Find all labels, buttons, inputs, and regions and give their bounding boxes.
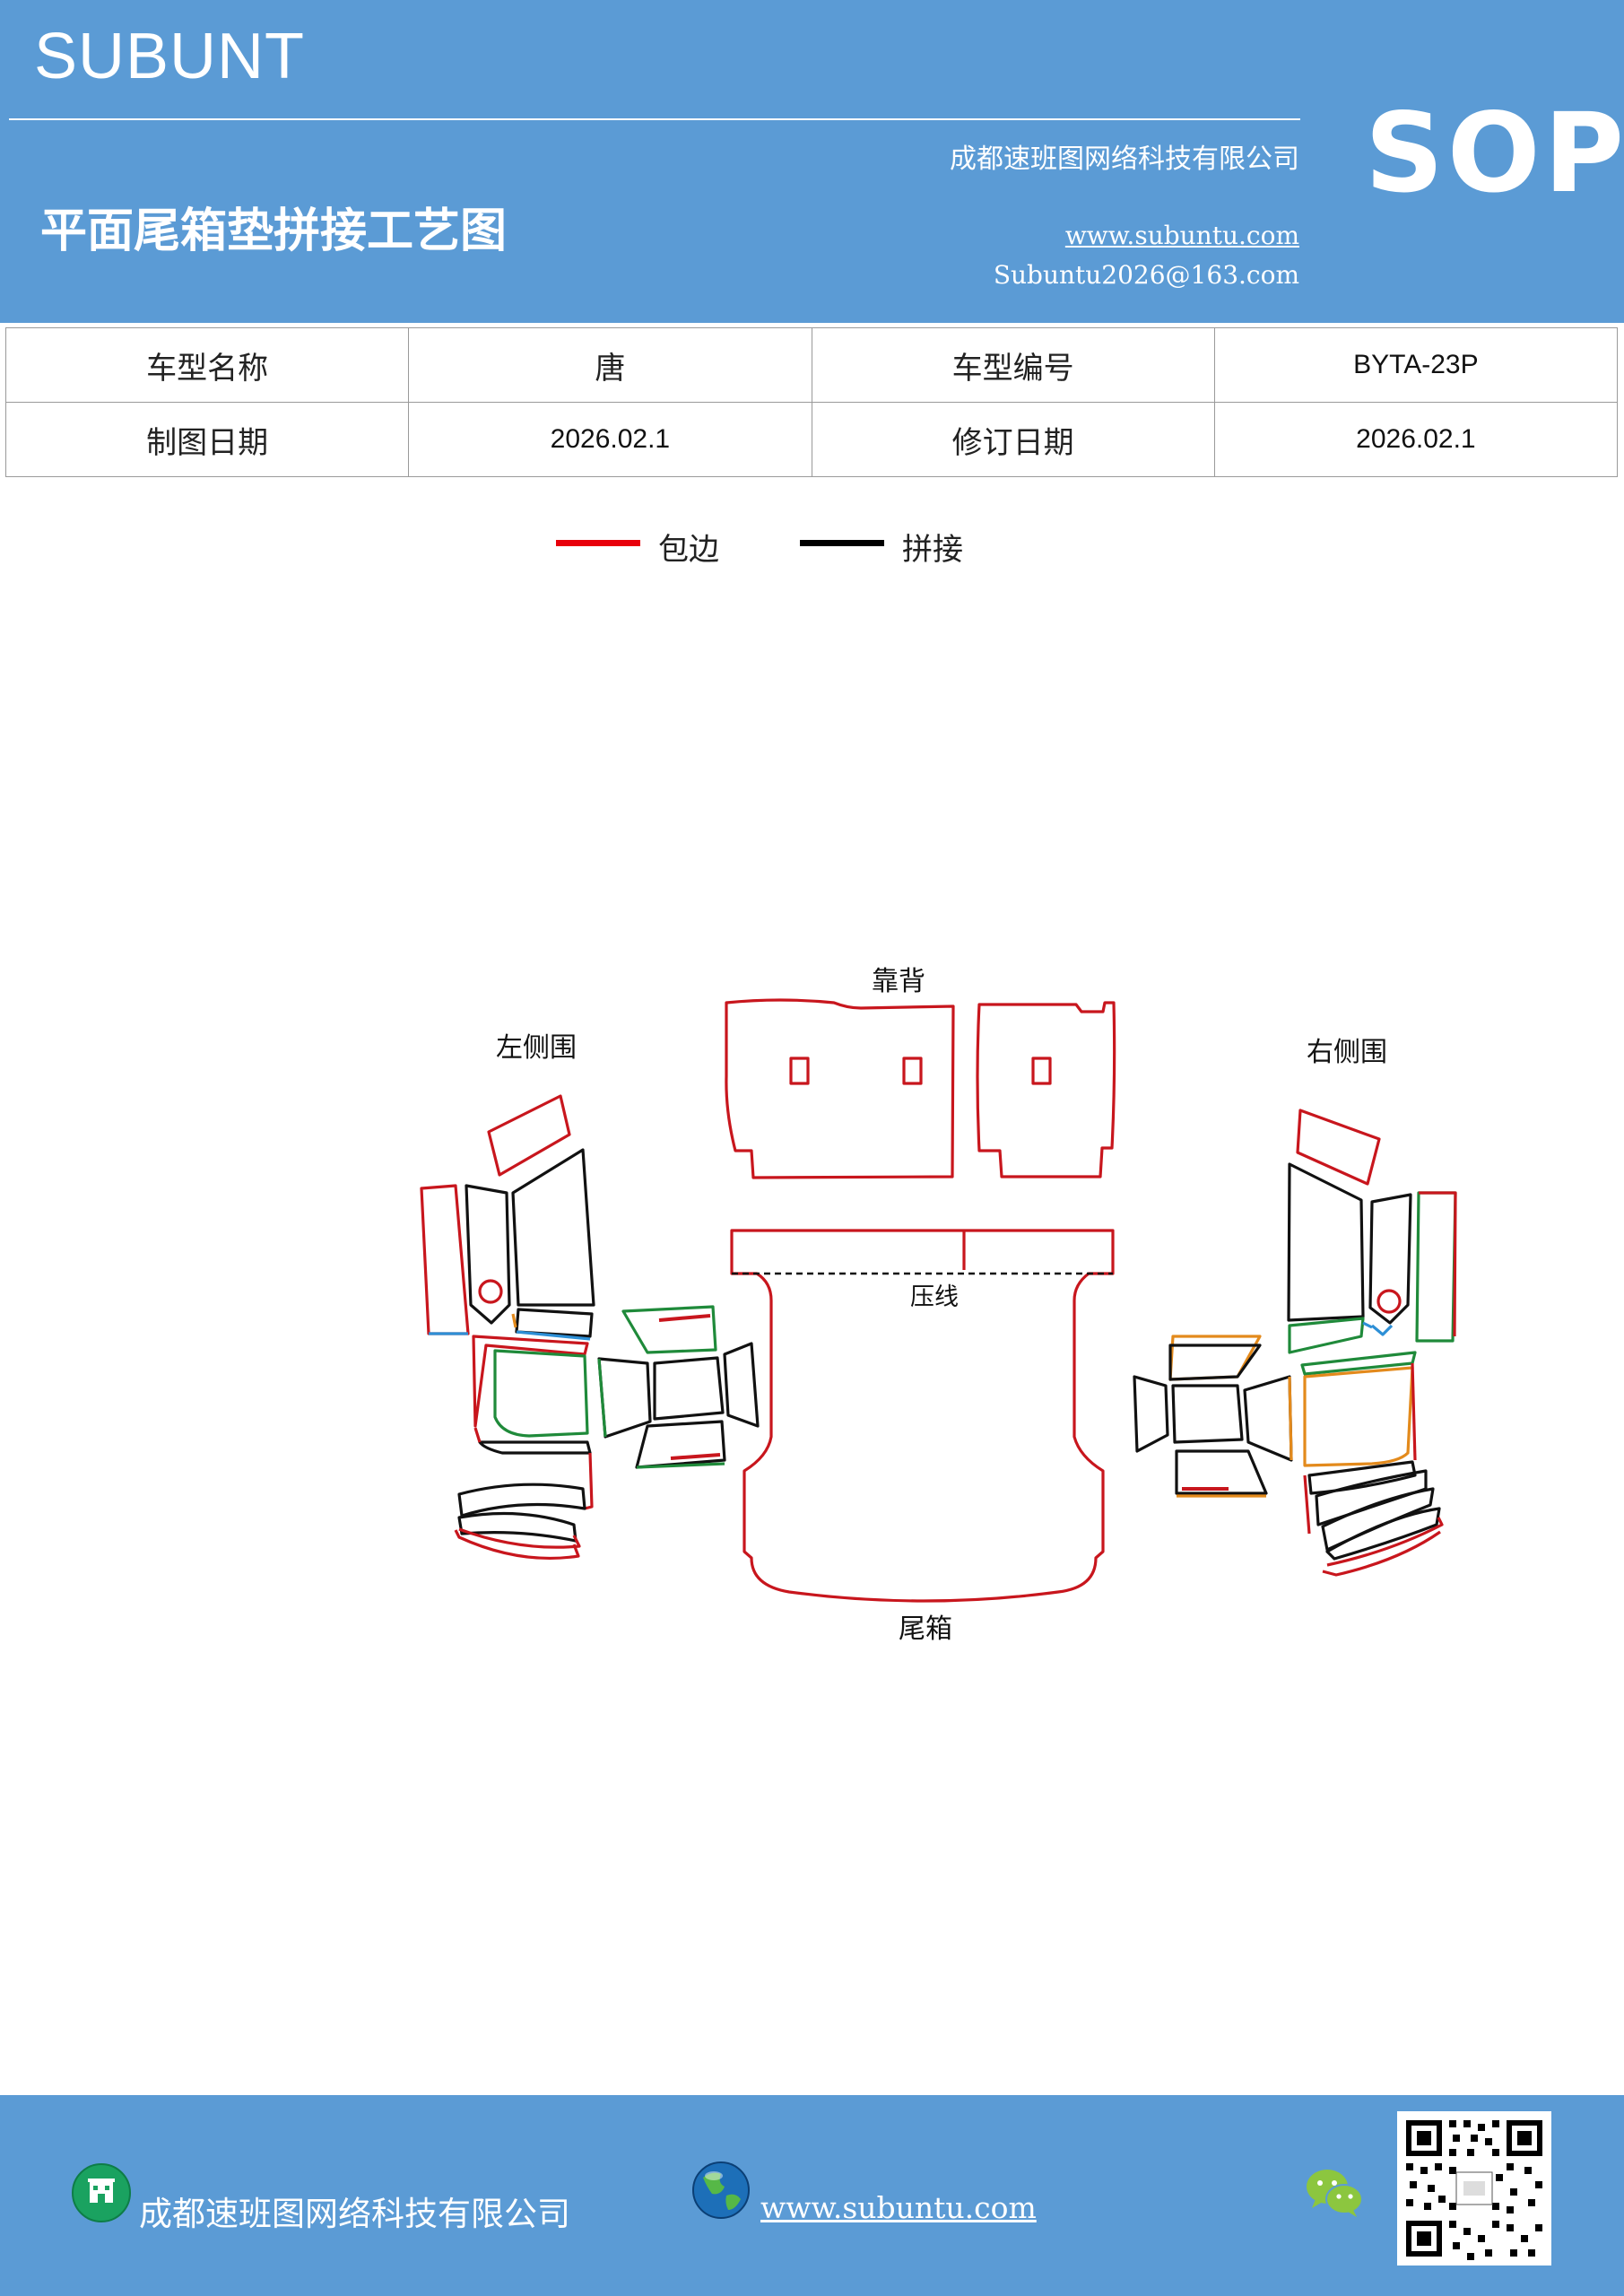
legend-edge-swatch (556, 540, 640, 546)
backrest-panels (725, 998, 1116, 1179)
footer-website-link[interactable]: www.subuntu.com (760, 2190, 1037, 2225)
company-name: 成都速班图网络科技有限公司 (950, 144, 1299, 175)
label-left-side: 左侧围 (496, 1032, 577, 1064)
table-row: 制图日期 2026.02.1 修订日期 2026.02.1 (4, 402, 1619, 477)
globe-icon (690, 2160, 751, 2224)
legend: 包边 拼接 (0, 525, 1624, 570)
website-link[interactable]: www.subuntu.com (1064, 221, 1299, 250)
model-code-label: 车型编号 (811, 327, 1215, 403)
model-code-value: BYTA-23P (1213, 327, 1619, 403)
revision-date-label: 修订日期 (811, 402, 1215, 477)
label-trunk: 尾箱 (899, 1613, 952, 1645)
email-address: Subuntu2026@163.com (993, 260, 1299, 290)
table-row: 车型名称 唐 车型编号 BYTA-23P (4, 327, 1619, 403)
brand-name: SUBUNT (34, 21, 306, 92)
revision-date-value: 2026.02.1 (1213, 402, 1619, 477)
qr-code[interactable] (1397, 2111, 1551, 2269)
legend-seam-label: 拼接 (902, 532, 963, 568)
left-trim-pieces (597, 1305, 760, 1469)
left-side-panels (420, 1094, 595, 1561)
sop-badge: SOP (1365, 90, 1624, 217)
drawing-date-label: 制图日期 (4, 402, 410, 477)
vehicle-info-table: 车型名称 唐 车型编号 BYTA-23P 制图日期 2026.02.1 修订日期… (4, 327, 1619, 477)
footer-company-name: 成都速班图网络科技有限公司 (139, 2195, 570, 2233)
building-icon (70, 2161, 133, 2228)
drawing-date-value: 2026.02.1 (408, 402, 812, 477)
trunk-floor-panel (730, 1229, 1115, 1603)
label-right-side: 右侧围 (1307, 1037, 1387, 1068)
wechat-icon (1305, 2167, 1364, 2222)
right-side-panels (1287, 1109, 1457, 1577)
document-title: 平面尾箱垫拼接工艺图 (40, 204, 508, 258)
legend-edge-label: 包边 (658, 532, 719, 568)
label-crease-line: 压线 (910, 1283, 959, 1311)
header-banner: SUBUNT 成都速班图网络科技有限公司 SOP 平面尾箱垫拼接工艺图 www.… (0, 0, 1624, 323)
label-backrest: 靠背 (872, 966, 925, 997)
footer-banner: 成都速班图网络科技有限公司 www.subuntu.com (0, 2095, 1624, 2296)
legend-seam-swatch (800, 540, 884, 546)
header-divider (9, 118, 1300, 120)
model-name-value: 唐 (408, 327, 812, 403)
model-name-label: 车型名称 (4, 327, 410, 403)
right-trim-pieces (1133, 1335, 1293, 1498)
